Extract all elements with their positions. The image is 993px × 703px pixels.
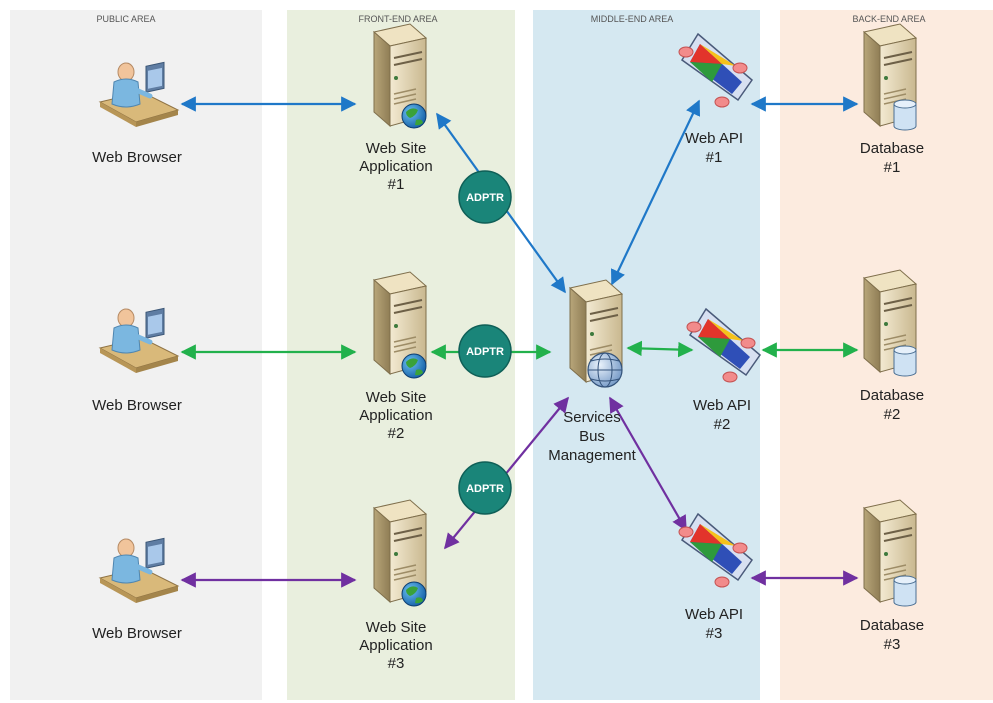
web-api-label-line1: Web API bbox=[693, 397, 751, 414]
adapter-circle bbox=[458, 324, 512, 378]
adapter-1: ADPTR bbox=[458, 170, 512, 224]
web-site-label-line3: #3 bbox=[388, 655, 405, 672]
browser-label: Web Browser bbox=[92, 397, 182, 414]
adapter-label: ADPTR bbox=[466, 346, 504, 358]
web-site-label-line2: Application bbox=[359, 407, 432, 424]
browser-label: Web Browser bbox=[92, 149, 182, 166]
services-bus-node: Services Bus Management bbox=[548, 279, 637, 464]
globe-icon bbox=[401, 103, 427, 129]
zone-backend-title: BACK-END AREA bbox=[852, 14, 925, 24]
database-label-line1: Database bbox=[860, 140, 924, 157]
connector-bus-api1 bbox=[610, 99, 701, 286]
connector-bus-api2 bbox=[626, 340, 694, 358]
zone-middle-title: MIDDLE-END AREA bbox=[591, 14, 674, 24]
web-site-label-line1: Web Site bbox=[366, 389, 427, 406]
adapter-circle bbox=[458, 170, 512, 224]
bus-label-line2: Bus bbox=[579, 428, 605, 445]
web-api-label-line1: Web API bbox=[685, 130, 743, 147]
database-cylinder-icon bbox=[893, 345, 917, 377]
web-site-label-line1: Web Site bbox=[366, 140, 427, 157]
database-cylinder-icon bbox=[893, 575, 917, 607]
adapter-3: ADPTR bbox=[458, 461, 512, 515]
adapter-2: ADPTR bbox=[458, 324, 512, 378]
web-site-label-line1: Web Site bbox=[366, 619, 427, 636]
network-globe-icon bbox=[587, 352, 623, 388]
web-api-node-3: Web API #3 bbox=[678, 513, 753, 642]
database-label-line1: Database bbox=[860, 387, 924, 404]
browser-node-3: Web Browser bbox=[92, 538, 182, 642]
web-site-node-1: Web Site Application #1 bbox=[359, 23, 433, 193]
database-node-3: Database #3 bbox=[860, 499, 924, 653]
zone-public-title: PUBLIC AREA bbox=[96, 14, 155, 24]
browser-node-1: Web Browser bbox=[92, 62, 182, 166]
web-site-node-3: Web Site Application #3 bbox=[359, 499, 433, 672]
adapter-circle bbox=[458, 461, 512, 515]
web-api-node-1: Web API #1 bbox=[678, 33, 753, 166]
web-api-label-line2: #3 bbox=[706, 625, 723, 642]
adapter-label: ADPTR bbox=[466, 192, 504, 204]
connector-bus-api3 bbox=[609, 396, 687, 532]
globe-icon bbox=[401, 353, 427, 379]
adapter-label: ADPTR bbox=[466, 483, 504, 495]
web-site-label-line3: #1 bbox=[388, 176, 405, 193]
web-api-node-2: Web API #2 bbox=[686, 308, 761, 433]
bus-label-line3: Management bbox=[548, 447, 636, 464]
web-api-label-line2: #2 bbox=[714, 416, 731, 433]
zone-frontend-title: FRONT-END AREA bbox=[358, 14, 437, 24]
bus-label-line1: Services bbox=[563, 409, 621, 426]
browser-node-2: Web Browser bbox=[92, 308, 182, 414]
web-site-node-2: Web Site Application #2 bbox=[359, 271, 433, 442]
database-node-1: Database #1 bbox=[860, 23, 924, 176]
database-node-2: Database #2 bbox=[860, 269, 924, 423]
database-label-line2: #1 bbox=[884, 159, 901, 176]
database-label-line1: Database bbox=[860, 617, 924, 634]
web-site-label-line2: Application bbox=[359, 637, 432, 654]
web-site-label-line2: Application bbox=[359, 158, 432, 175]
database-label-line2: #3 bbox=[884, 636, 901, 653]
browser-label: Web Browser bbox=[92, 625, 182, 642]
database-cylinder-icon bbox=[893, 99, 917, 131]
globe-icon bbox=[401, 581, 427, 607]
web-site-label-line3: #2 bbox=[388, 425, 405, 442]
web-api-label-line2: #1 bbox=[706, 149, 723, 166]
web-api-label-line1: Web API bbox=[685, 606, 743, 623]
database-label-line2: #2 bbox=[884, 406, 901, 423]
